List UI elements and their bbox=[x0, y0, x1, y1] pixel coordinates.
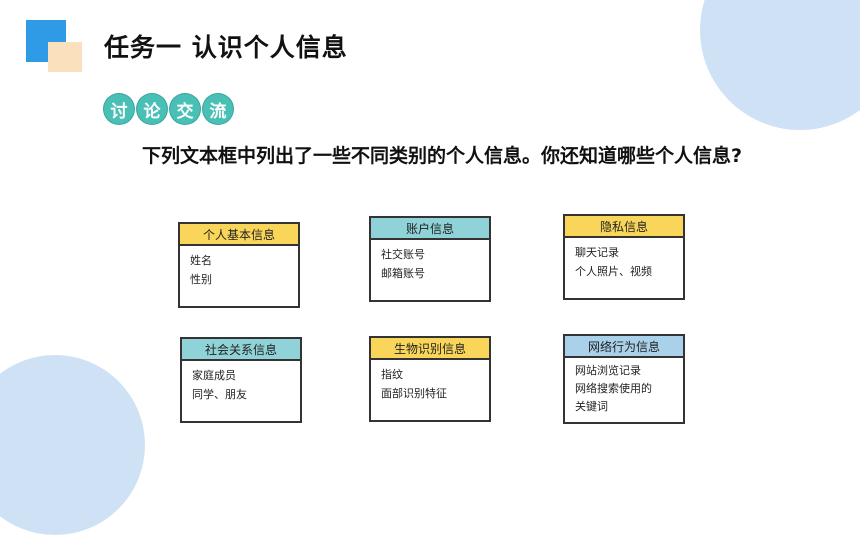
card-item: 姓名 bbox=[190, 254, 212, 267]
discuss-char-2: 论 bbox=[137, 94, 167, 124]
question-text: 下列文本框中列出了一些不同类别的个人信息。你还知道哪些个人信息? bbox=[142, 145, 743, 167]
card-item: 网络搜索使用的 bbox=[575, 382, 652, 395]
card-item: 网站浏览记录 bbox=[575, 364, 641, 377]
card-header: 隐私信息 bbox=[565, 216, 683, 238]
card-item: 性别 bbox=[190, 273, 212, 286]
card-header: 个人基本信息 bbox=[180, 224, 298, 246]
card-item: 聊天记录 bbox=[575, 246, 619, 259]
card-item: 关键词 bbox=[575, 400, 608, 413]
discuss-badge: 讨 论 交 流 bbox=[104, 94, 233, 124]
card-biometric-info: 生物识别信息 指纹 面部识别特征 bbox=[369, 336, 491, 422]
card-header: 账户信息 bbox=[371, 218, 489, 240]
card-item: 邮箱账号 bbox=[381, 267, 425, 280]
card-item: 同学、朋友 bbox=[192, 388, 247, 401]
card-title: 生物识别信息 bbox=[393, 342, 466, 356]
page-title: 任务一 认识个人信息 bbox=[104, 33, 348, 62]
card-title: 账户信息 bbox=[405, 222, 454, 236]
card-title: 社会关系信息 bbox=[204, 343, 277, 357]
card-basic-info: 个人基本信息 姓名 性别 bbox=[178, 222, 300, 308]
card-network-behavior-info: 网络行为信息 网站浏览记录 网络搜索使用的 关键词 bbox=[563, 334, 685, 424]
card-social-relation-info: 社会关系信息 家庭成员 同学、朋友 bbox=[180, 337, 302, 423]
card-header: 社会关系信息 bbox=[182, 339, 300, 361]
discuss-char-1: 讨 bbox=[104, 94, 134, 124]
card-item: 个人照片、视频 bbox=[575, 265, 652, 278]
decor-circle-top-right bbox=[700, 0, 860, 130]
discuss-char-4: 流 bbox=[203, 94, 233, 124]
card-item: 社交账号 bbox=[381, 248, 425, 261]
card-header: 生物识别信息 bbox=[371, 338, 489, 360]
discuss-char-3: 交 bbox=[170, 94, 200, 124]
card-title: 网络行为信息 bbox=[587, 340, 660, 354]
card-item: 面部识别特征 bbox=[381, 387, 447, 400]
card-item: 家庭成员 bbox=[192, 369, 236, 382]
decor-circle-bottom-left bbox=[0, 355, 145, 535]
card-title: 隐私信息 bbox=[599, 220, 648, 234]
card-privacy-info: 隐私信息 聊天记录 个人照片、视频 bbox=[563, 214, 685, 300]
title-logo-cream-square bbox=[48, 42, 82, 72]
card-title: 个人基本信息 bbox=[202, 228, 275, 242]
card-account-info: 账户信息 社交账号 邮箱账号 bbox=[369, 216, 491, 302]
card-header: 网络行为信息 bbox=[565, 336, 683, 358]
card-item: 指纹 bbox=[381, 368, 403, 381]
